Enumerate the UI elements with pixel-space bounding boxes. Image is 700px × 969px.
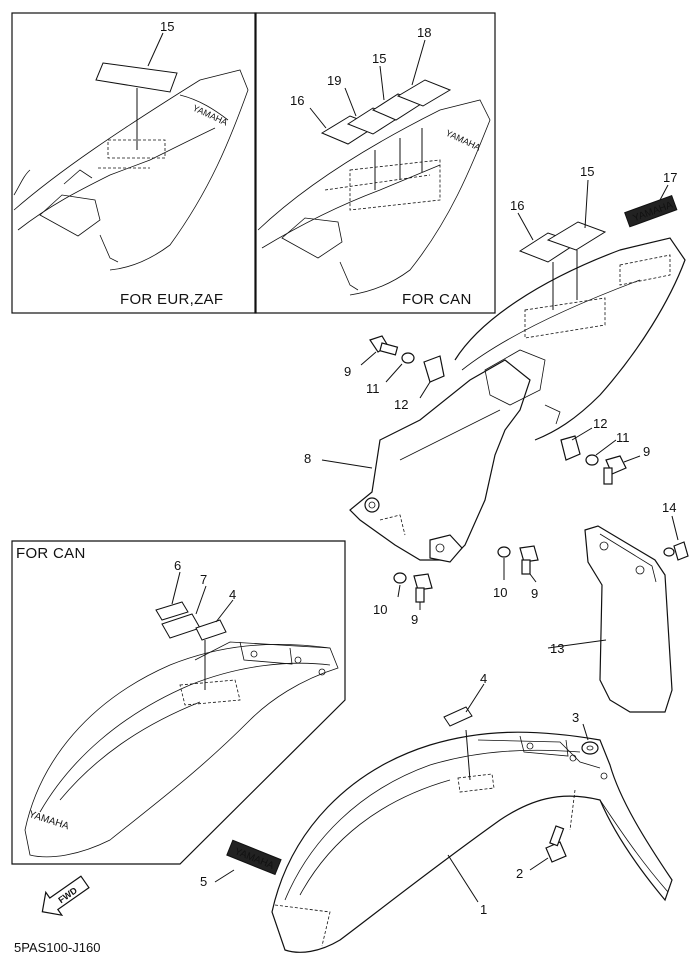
front-fender-drawing: YAMAHA xyxy=(214,683,673,953)
caption-for-can-seat: FOR CAN xyxy=(402,291,472,308)
label-1: 1 xyxy=(480,902,487,917)
label-can-15: 15 xyxy=(372,51,386,66)
hardware-right xyxy=(560,427,641,485)
label-can-6: 6 xyxy=(174,558,181,573)
inset-eur-zaf: YAMAHA xyxy=(11,12,257,314)
label-4: 4 xyxy=(480,671,487,686)
label-9a: 9 xyxy=(344,364,351,379)
label-11b: 11 xyxy=(616,430,630,445)
label-13: 13 xyxy=(550,641,564,656)
rear-fender-drawing: YAMAHA xyxy=(349,179,686,563)
label-12a: 12 xyxy=(394,397,408,412)
svg-text:YAMAHA: YAMAHA xyxy=(191,103,229,128)
inset-can-front-fender: YAMAHA xyxy=(11,540,346,865)
label-14: 14 xyxy=(662,500,676,515)
inset-can-seat: YAMAHA xyxy=(254,12,496,314)
label-3: 3 xyxy=(572,710,579,725)
label-main-16: 16 xyxy=(510,198,524,213)
label-5: 5 xyxy=(200,874,207,889)
label-can-4: 4 xyxy=(229,587,236,602)
label-eur-15: 15 xyxy=(160,19,174,34)
label-10a: 10 xyxy=(373,602,387,617)
label-9d: 9 xyxy=(531,586,538,601)
svg-text:YAMAHA: YAMAHA xyxy=(444,128,482,153)
label-12b: 12 xyxy=(593,416,607,431)
label-9c: 9 xyxy=(411,612,418,627)
hardware-left xyxy=(360,335,445,399)
label-can-18: 18 xyxy=(417,25,431,40)
label-main-15: 15 xyxy=(580,164,594,179)
mud-flap xyxy=(547,515,689,713)
label-9b: 9 xyxy=(643,444,650,459)
label-10b: 10 xyxy=(493,585,507,600)
label-can-19: 19 xyxy=(327,73,341,88)
caption-for-can-front: FOR CAN xyxy=(16,545,86,562)
svg-text:YAMAHA: YAMAHA xyxy=(27,809,70,832)
label-11a: 11 xyxy=(366,381,380,396)
fwd-arrow-icon: FWD xyxy=(41,875,90,917)
drawing-code: 5PAS100-J160 xyxy=(14,940,101,955)
label-8: 8 xyxy=(304,451,311,466)
label-can-16: 16 xyxy=(290,93,304,108)
caption-for-eur-zaf: FOR EUR,ZAF xyxy=(120,291,223,308)
label-2: 2 xyxy=(516,866,523,881)
label-main-17: 17 xyxy=(663,170,677,185)
label-can-7: 7 xyxy=(200,572,207,587)
hardware-lower xyxy=(393,545,539,610)
